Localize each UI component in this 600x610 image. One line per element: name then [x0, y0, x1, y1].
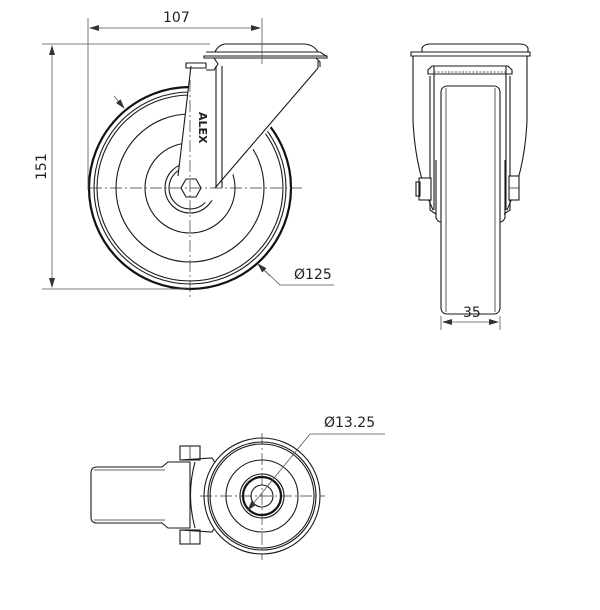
- dimension-overall-height: 151: [34, 43, 210, 290]
- dimension-label-diameter-13-25: Ø13.25: [324, 415, 375, 431]
- side-view: ALEX: [87, 43, 328, 300]
- brand-mark: ALEX: [196, 112, 209, 144]
- dimension-label-diameter-125: Ø125: [294, 267, 332, 283]
- front-view: [410, 43, 531, 315]
- dimension-offset-width: 107: [87, 10, 263, 190]
- dimension-label-107: 107: [163, 10, 190, 26]
- dimension-bolt-hole-diameter: Ø13.25: [247, 415, 385, 511]
- fork-bracket: [177, 57, 319, 203]
- top-plate: [203, 43, 328, 67]
- dimension-label-151: 151: [34, 153, 50, 180]
- dimension-wheel-width: 35: [440, 305, 501, 330]
- wheel-front: [440, 85, 501, 315]
- dimension-label-35: 35: [463, 305, 481, 321]
- bottom-view: [90, 433, 325, 560]
- axle-nut-left: [418, 177, 432, 201]
- dimension-wheel-diameter: Ø125: [257, 263, 334, 286]
